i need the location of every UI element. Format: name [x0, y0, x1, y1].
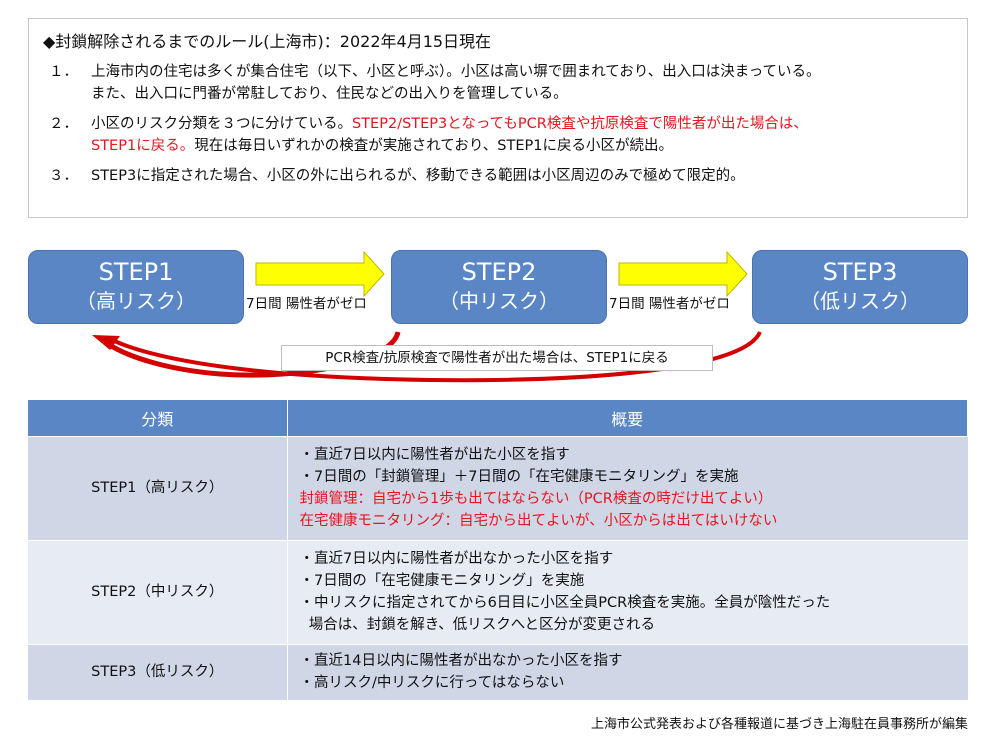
rule-line: また、出入口に門番が常駐しており、住民などの出入りを管理している。 [91, 86, 568, 102]
step-title: STEP3 [822, 258, 898, 286]
summary-line: ・直近7日以内に陽性者が出た小区を指す [299, 447, 570, 463]
summary-line: ・7日間の「在宅健康モニタリング」を実施 [299, 573, 585, 589]
step-subtitle: （低リスク） [800, 289, 920, 313]
rule-number: ２． [49, 116, 78, 132]
summary-line-red: 在宅健康モニタリング：自宅から出てよいが、小区からは出てはいけない [299, 513, 778, 529]
arrow-label-1: 7日間 陽性者がゼロ [246, 296, 367, 312]
table-header-row: 分類 概要 [28, 400, 968, 436]
header-category: 分類 [28, 400, 288, 436]
forward-arrow-2 [618, 250, 748, 298]
rule-item-2: ２． 小区のリスク分類を３つに分けている。STEP2/STEP3となってもPCR… [43, 113, 953, 157]
step-flow-diagram: STEP1 （高リスク） STEP2 （中リスク） STEP3 （低リスク） 7… [0, 240, 1000, 390]
step-title: STEP1 [98, 258, 174, 286]
back-arrow-label: PCR検査/抗原検査で陽性者が出た場合は、STEP1に戻る [281, 345, 713, 371]
rule-red-text: STEP2/STEP3となってもPCR検査や抗原検査で陽性者が出た場合は、 [352, 116, 808, 132]
rule-line: 小区のリスク分類を３つに分けている。STEP2/STEP3となってもPCR検査や… [91, 113, 953, 135]
rule-text: 小区のリスク分類を３つに分けている。STEP2/STEP3となってもPCR検査や… [91, 113, 953, 157]
row-category: STEP2（中リスク） [28, 539, 288, 644]
summary-line: ・直近7日以内に陽性者が出なかった小区を指す [299, 551, 614, 567]
rule-item-3: ３． STEP3に指定された場合、小区の外に出られるが、移動できる範囲は小区周辺… [43, 165, 953, 187]
step-title: STEP2 [461, 258, 537, 286]
rule-line: 上海市内の住宅は多くが集合住宅（以下、小区と呼ぶ）。小区は高い塀で囲まれており、… [91, 64, 821, 80]
table-row: STEP1（高リスク） ・直近7日以内に陽性者が出た小区を指す ・7日間の「封鎖… [28, 435, 968, 540]
rule-text: 上海市内の住宅は多くが集合住宅（以下、小区と呼ぶ）。小区は高い塀で囲まれており、… [91, 61, 953, 105]
summary-line: 場合は、封鎖を解き、低リスクへと区分が変更される [299, 617, 655, 633]
step-subtitle: （高リスク） [76, 289, 196, 313]
summary-line-red: 封鎖管理：自宅から1歩も出てはならない（PCR検査の時だけ出てよい） [299, 491, 773, 507]
header-summary: 概要 [287, 400, 968, 436]
back-arrowhead [92, 335, 120, 350]
rule-red-text: STEP1に戻る。 [91, 138, 195, 154]
row-category: STEP1（高リスク） [28, 435, 288, 540]
summary-line: ・高リスク/中リスクに行ってはならない [299, 675, 565, 692]
rule-plain-text: 小区のリスク分類を３つに分けている。 [91, 116, 352, 132]
summary-line: ・直近14日以内に陽性者が出なかった小区を指す [299, 653, 623, 670]
forward-arrow-1 [255, 250, 385, 298]
risk-classification-table: 分類 概要 STEP1（高リスク） ・直近7日以内に陽性者が出た小区を指す ・7… [28, 400, 968, 700]
step3-box: STEP3 （低リスク） [752, 250, 968, 324]
table-row: STEP3（低リスク） ・直近14日以内に陽性者が出なかった小区を指す ・高リス… [28, 643, 968, 700]
row-category: STEP3（低リスク） [28, 643, 288, 700]
rule-item-1: １． 上海市内の住宅は多くが集合住宅（以下、小区と呼ぶ）。小区は高い塀で囲まれて… [43, 61, 953, 105]
rules-title: ◆封鎖解除されるまでのルール(上海市)：2022年4月15日現在 [43, 32, 492, 51]
arrow-label-2: 7日間 陽性者がゼロ [609, 296, 730, 312]
summary-line: ・7日間の「封鎖管理」＋7日間の「在宅健康モニタリング」を実施 [299, 469, 739, 485]
step1-box: STEP1 （高リスク） [28, 250, 244, 324]
step-subtitle: （中リスク） [439, 289, 559, 313]
rule-plain-text: 現在は毎日いずれかの検査が実施されており、STEP1に戻る小区が続出。 [194, 138, 673, 154]
source-note: 上海市公式発表および各種報道に基づき上海駐在員事務所が編集 [590, 717, 968, 732]
step2-box: STEP2 （中リスク） [391, 250, 607, 324]
table-row: STEP2（中リスク） ・直近7日以内に陽性者が出なかった小区を指す ・7日間の… [28, 539, 968, 644]
rule-number: ３． [49, 168, 78, 184]
rules-box: ◆封鎖解除されるまでのルール(上海市)：2022年4月15日現在 １． 上海市内… [28, 18, 968, 218]
row-summary: ・直近14日以内に陽性者が出なかった小区を指す ・高リスク/中リスクに行ってはな… [287, 643, 968, 700]
row-summary: ・直近7日以内に陽性者が出た小区を指す ・7日間の「封鎖管理」＋7日間の「在宅健… [287, 435, 968, 540]
summary-line: ・中リスクに指定されてから6日目に小区全員PCR検査を実施。全員が陰性だった [299, 595, 831, 611]
row-summary: ・直近7日以内に陽性者が出なかった小区を指す ・7日間の「在宅健康モニタリング」… [287, 539, 968, 644]
rule-text: STEP3に指定された場合、小区の外に出られるが、移動できる範囲は小区周辺のみで… [91, 168, 745, 184]
rule-line: STEP1に戻る。現在は毎日いずれかの検査が実施されており、STEP1に戻る小区… [91, 135, 953, 157]
rule-number: １． [49, 64, 78, 80]
